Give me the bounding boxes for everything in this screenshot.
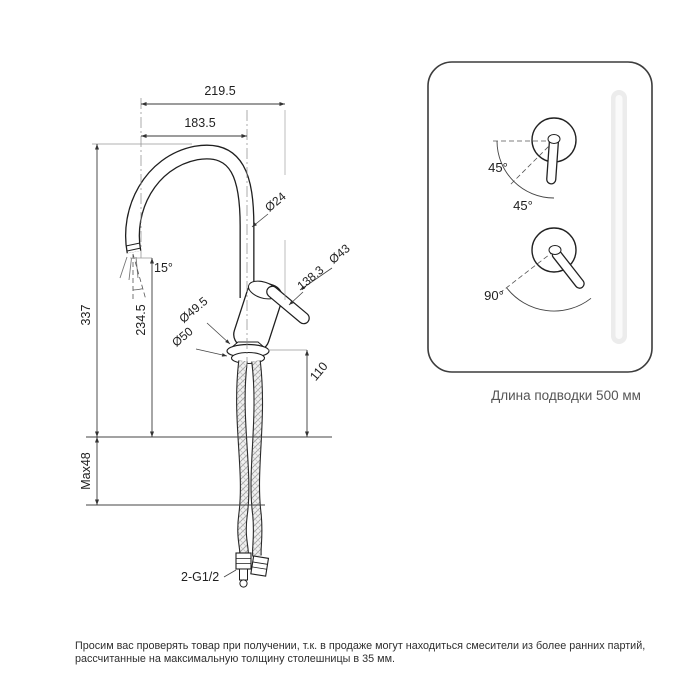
handle-top-view-lower: 90° <box>484 227 592 312</box>
spout-tube-fill <box>126 145 254 298</box>
leader-connection-thread <box>223 569 237 578</box>
panel-wall-bar-highlight <box>615 95 623 339</box>
hose-nut-right <box>250 555 270 577</box>
label-rotation-90: 90° <box>484 288 504 303</box>
rotation-construction-upper <box>491 140 555 187</box>
leader-body-diameter <box>299 267 333 291</box>
leader-spout-diameter <box>251 213 269 228</box>
dim-total-height: 337 <box>79 305 93 326</box>
dim-base-diameter-lower: Ø50 <box>169 324 196 350</box>
leader-base-diameter-lower <box>195 348 228 357</box>
footer-line-2: рассчитанные на максимальную толщину сто… <box>75 653 395 665</box>
handle-pivot-lower <box>548 245 562 255</box>
rotation-panel: 45° 45° 90° <box>427 61 653 373</box>
handle-pivot-upper <box>547 134 561 144</box>
dim-overall-depth: 219.5 <box>204 84 235 98</box>
dim-spout-angle: 15° <box>154 261 173 275</box>
dim-max-countertop: Max48 <box>79 452 93 490</box>
dim-shank-length: 110 <box>307 359 331 383</box>
angle-arc <box>132 288 143 291</box>
footer-note: Просим вас проверять товар при получении… <box>75 640 645 665</box>
countertop-lines <box>86 436 332 506</box>
label-rotation-45-inner: 45° <box>513 198 533 213</box>
hose-nut-left <box>235 552 252 588</box>
water-streams-icon <box>119 256 139 281</box>
label-rotation-45-outer: 45° <box>488 160 508 175</box>
leader-handle-length <box>288 291 304 306</box>
dim-outlet-height: 234.5 <box>134 304 148 335</box>
supply-hose-right-braid <box>251 360 262 557</box>
rotation-arc-upper-inner <box>513 180 555 199</box>
aerator-lines <box>125 242 142 252</box>
rotation-construction-lower <box>500 250 555 293</box>
leader-base-diameter-upper <box>206 322 231 345</box>
footer-line-1: Просим вас проверять товар при получении… <box>75 640 645 652</box>
angle-construction-lines <box>132 253 147 302</box>
dim-spout-diameter: Ø24 <box>262 189 289 215</box>
label-connection-thread: 2-G1/2 <box>181 570 219 584</box>
dim-base-diameter-upper: Ø49.5 <box>176 294 210 326</box>
handle-top-view-upper: 45° 45° <box>488 117 577 213</box>
dimension-annotations: 219.5 183.5 337 234.5 Max48 110 Ø24 Ø43 … <box>79 84 353 584</box>
rotation-arc-lower <box>506 287 592 312</box>
extension-lines <box>92 110 307 351</box>
supply-hose-left-braid <box>237 360 249 557</box>
dim-spout-reach: 183.5 <box>184 116 215 130</box>
hose-length-note: Длина подводки 500 мм <box>491 388 641 403</box>
faucet-drawing <box>119 98 310 588</box>
dim-body-diameter: Ø43 <box>326 241 353 267</box>
supply-hoses <box>236 360 264 557</box>
panel-border <box>427 61 653 373</box>
rotation-arc-upper-outer <box>496 140 515 182</box>
dim-handle-length: 138.3 <box>294 263 326 293</box>
